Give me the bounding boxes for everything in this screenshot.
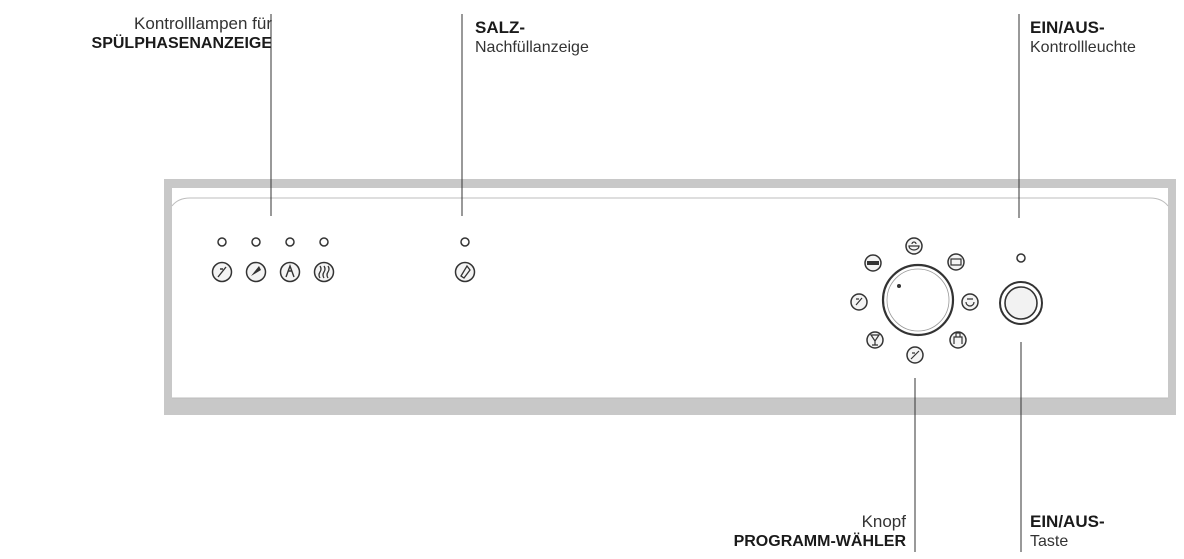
pot-icon	[947, 253, 965, 271]
plate-icon	[949, 331, 967, 349]
program-knob-rim	[886, 268, 950, 332]
program-knob-marker	[897, 284, 901, 288]
program-knob-label-line1: Knopf	[861, 512, 906, 531]
power-controls	[999, 253, 1043, 325]
power-button-inner	[1004, 286, 1038, 320]
salt-indicator	[454, 237, 476, 283]
power-lamp	[1016, 253, 1026, 263]
eco-icon	[850, 293, 868, 311]
power-button-label-line2: Taste	[1030, 533, 1069, 550]
prewash-icon	[211, 261, 233, 283]
power-button-label: EIN/AUS- Taste	[1030, 512, 1105, 552]
program-knob-label: Knopf PROGRAMM-WÄHLER	[640, 512, 906, 552]
leader-lines	[270, 14, 1022, 552]
glass-icon	[866, 331, 884, 349]
program-selector	[850, 237, 979, 364]
power-lamp-label-line1: EIN/AUS-	[1030, 18, 1105, 37]
salt-icon	[454, 261, 476, 283]
phase-lamp	[217, 237, 227, 247]
half-load-icon	[906, 346, 924, 364]
short-icon	[864, 254, 882, 272]
salt-lamp	[460, 237, 470, 247]
pan-icon	[961, 293, 979, 311]
program-knob-label-line2: PROGRAMM-WÄHLER	[733, 533, 906, 550]
power-button-label-line1: EIN/AUS-	[1030, 512, 1105, 531]
power-lamp-label-line2: Kontrollleuchte	[1030, 39, 1136, 56]
salt-indicator-label-line1: SALZ-	[475, 18, 526, 37]
power-lamp-label: EIN/AUS- Kontrollleuchte	[1030, 18, 1136, 58]
phase-symbols	[211, 261, 335, 283]
phase-indicator-label-line1: Kontrolllampen für	[134, 14, 272, 33]
phase-indicator-label: Kontrolllampen für SPÜLPHASENANZEIGE	[30, 14, 272, 54]
dry-icon	[313, 261, 335, 283]
salt-indicator-label-line2: Nachfüllanzeige	[475, 39, 589, 56]
phase-lamp	[251, 237, 261, 247]
phase-indicator-label-line2: SPÜLPHASENANZEIGE	[91, 35, 272, 52]
phase-lamp	[285, 237, 295, 247]
panel-top-curve	[171, 197, 1169, 207]
rinse-icon	[279, 261, 301, 283]
wash-icon	[245, 261, 267, 283]
phase-lamp	[319, 237, 329, 247]
salt-indicator-label: SALZ- Nachfüllanzeige	[475, 18, 589, 58]
phase-lamps	[217, 237, 329, 247]
bowl-icon	[905, 237, 923, 255]
control-panel	[164, 179, 1176, 415]
program-knob[interactable]	[881, 263, 955, 337]
